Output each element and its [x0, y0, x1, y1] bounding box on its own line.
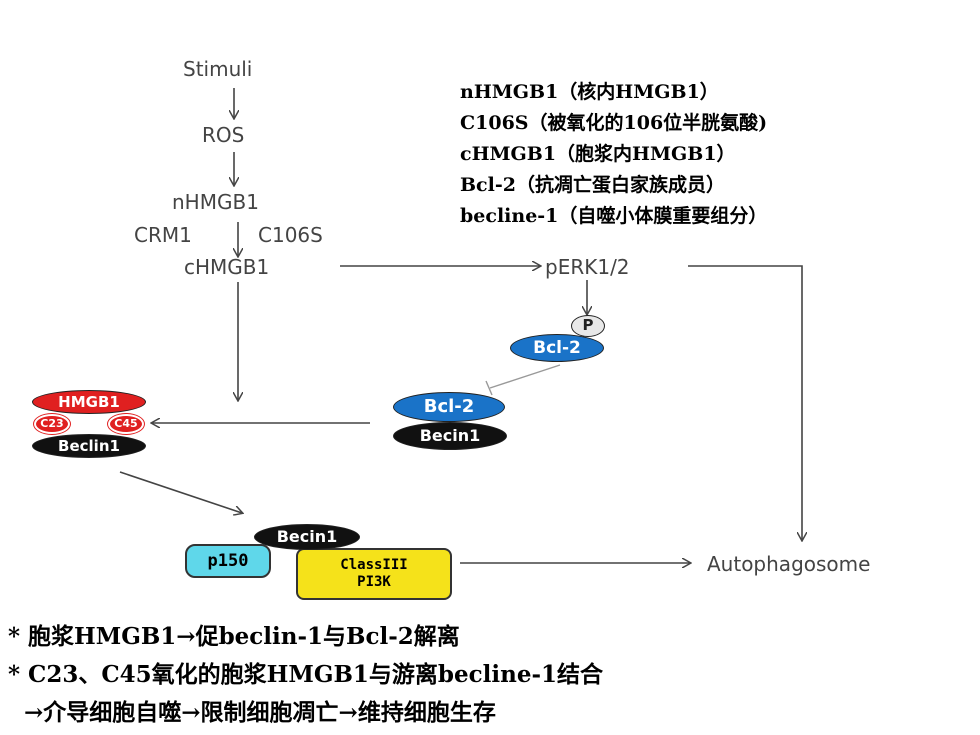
legend-item: cHMGB1（胞浆内HMGB1）	[460, 143, 736, 165]
pi3k-line1: ClassIII	[340, 557, 408, 573]
legend-item: Bcl-2（抗凋亡蛋白家族成员）	[460, 174, 725, 196]
node-c106s: C106S	[258, 223, 323, 247]
becin1-label: Becin1	[419, 426, 481, 445]
node-chmgb1: cHMGB1	[184, 255, 270, 279]
node-ros: ROS	[202, 123, 245, 147]
node-perk: pERK1/2	[545, 255, 630, 279]
c23-badge: C23	[33, 413, 71, 435]
legend-item: nHMGB1（核内HMGB1）	[460, 81, 719, 103]
phosphate-badge: P	[571, 315, 605, 337]
bcl2-phos-label: Bcl-2	[533, 338, 581, 358]
c23-label: C23	[40, 417, 64, 430]
bullet-item: * C23、C45氧化的胞浆HMGB1与游离becline-1结合	[8, 661, 604, 688]
bcl2-pill: Bcl-2	[393, 392, 505, 422]
node-crm1: CRM1	[134, 223, 192, 247]
phosphate-label: P	[582, 316, 594, 334]
bullet-item: * 胞浆HMGB1→促beclin-1与Bcl-2解离	[8, 623, 460, 650]
abbreviation-legend: nHMGB1（核内HMGB1） C106S（被氧化的106位半胱氨酸) cHMG…	[460, 77, 767, 232]
becin1-pill: Becin1	[393, 422, 507, 450]
beclin1-pill: Beclin1	[32, 434, 146, 458]
bcl2-label: Bcl-2	[423, 396, 475, 417]
pi3k-box: ClassIII PI3K	[296, 548, 452, 600]
legend-item: C106S（被氧化的106位半胱氨酸)	[460, 112, 768, 134]
hmgb1-label: HMGB1	[58, 393, 120, 411]
pi3k-line2: PI3K	[357, 574, 391, 590]
node-autophagosome: Autophagosome	[707, 552, 871, 576]
p150-box: p150	[185, 544, 271, 578]
arrow-perk-autophagosome	[688, 265, 802, 540]
becin1-top-label: Becin1	[276, 527, 338, 546]
bcl2-phosphorylated: Bcl-2	[510, 334, 604, 362]
node-nhmgb1: nHMGB1	[172, 190, 259, 214]
legend-item: becline-1（自噬小体膜重要组分）	[460, 205, 768, 227]
c45-label: C45	[114, 417, 138, 430]
node-stimuli: Stimuli	[183, 57, 253, 81]
arrow-complex-pi3k	[119, 471, 242, 513]
summary-bullets: * 胞浆HMGB1→促beclin-1与Bcl-2解离 * C23、C45氧化的…	[8, 618, 603, 732]
beclin1-label: Beclin1	[58, 437, 120, 455]
p150-label: p150	[207, 551, 249, 571]
bullet-item: →介导细胞自噬→限制细胞凋亡→维持细胞生存	[8, 699, 496, 726]
inhibit-bcl2	[489, 364, 561, 389]
c45-badge: C45	[107, 413, 145, 435]
hmgb1-pill: HMGB1	[32, 390, 146, 414]
becin1-top-pill: Becin1	[254, 524, 360, 550]
